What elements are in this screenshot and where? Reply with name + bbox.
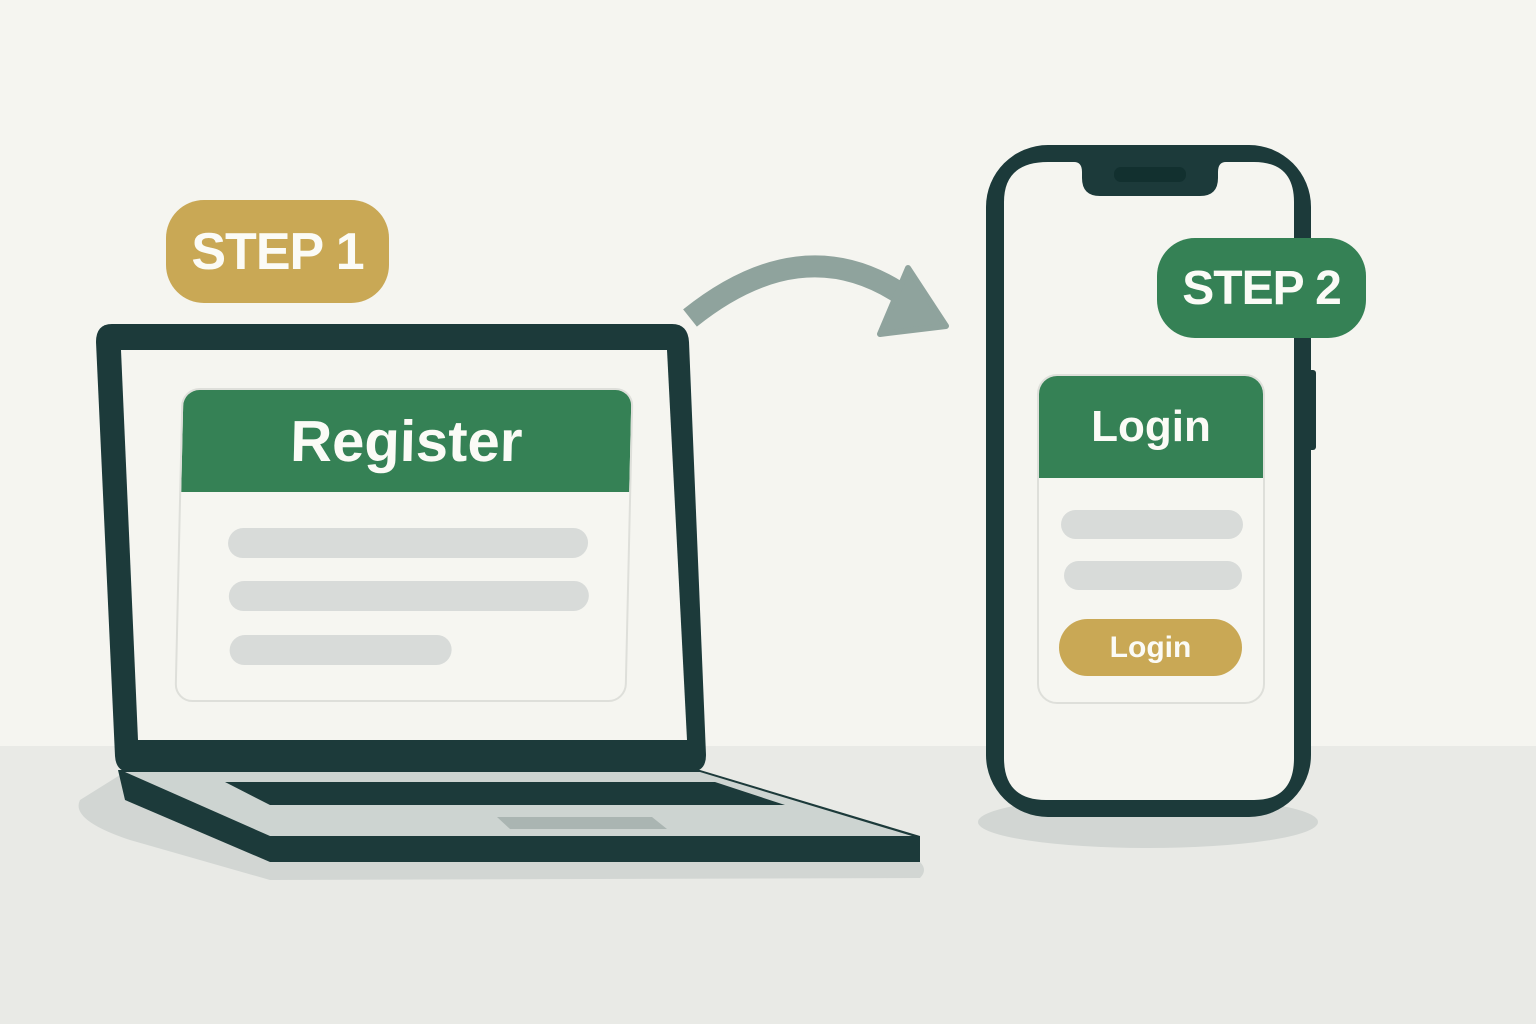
step-2-label: STEP 2 <box>1182 261 1342 315</box>
step-1-badge: STEP 1 <box>166 200 389 303</box>
login-form-header: Login <box>1039 376 1263 478</box>
login-button[interactable]: Login <box>1059 619 1242 676</box>
login-title: Login <box>1091 402 1211 451</box>
step-1-label: STEP 1 <box>191 222 364 281</box>
login-field-username[interactable] <box>1061 510 1243 539</box>
login-button-label: Login <box>1109 630 1192 664</box>
login-field-password[interactable] <box>1064 561 1242 590</box>
login-form-card: Login Login <box>1037 374 1265 704</box>
step-2-badge: STEP 2 <box>1157 238 1366 338</box>
